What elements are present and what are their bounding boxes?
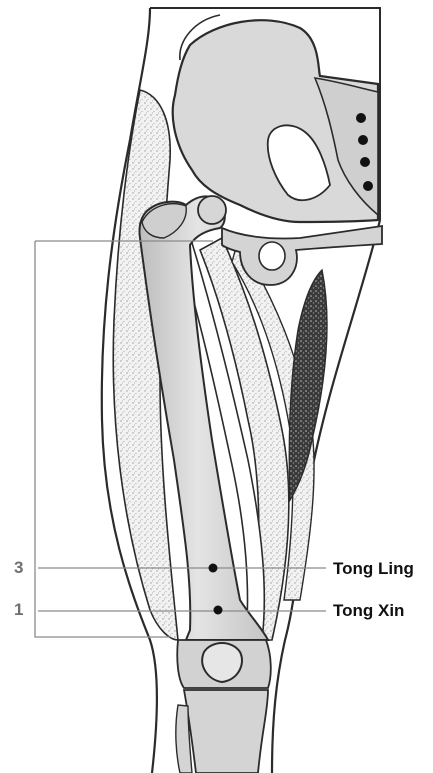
point-tong-xin	[214, 606, 223, 615]
sacral-foramen	[360, 157, 370, 167]
point-label-tong-ling: Tong Ling	[333, 559, 414, 579]
sacral-foramen	[358, 135, 368, 145]
point-tong-ling	[209, 564, 218, 573]
femoral-head	[198, 196, 226, 224]
sacral-foramen	[363, 181, 373, 191]
point-number-1: 1	[14, 600, 23, 620]
sacral-foramen	[356, 113, 366, 123]
pubic-foramen	[259, 242, 285, 270]
point-number-3: 3	[14, 558, 23, 578]
point-label-tong-xin: Tong Xin	[333, 601, 404, 621]
tibia-top	[184, 690, 268, 773]
patella	[202, 643, 242, 682]
